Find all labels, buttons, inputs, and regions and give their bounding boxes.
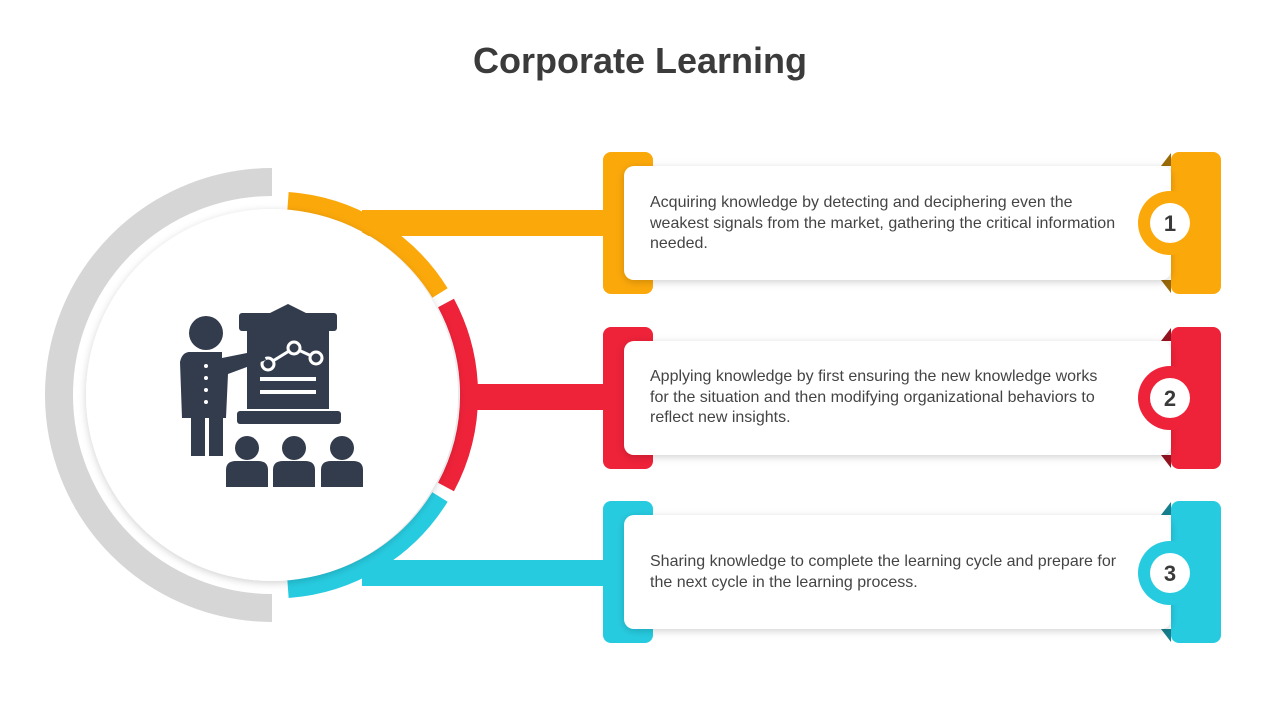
ring-arc-3 — [287, 492, 448, 598]
connector-1 — [362, 210, 610, 236]
step-number-2: 2 — [1164, 386, 1176, 411]
page-title: Corporate Learning — [472, 40, 808, 81]
gray-ring-arc — [45, 168, 273, 622]
step-text-2: Applying knowledge by first ensuring the… — [650, 368, 1098, 426]
step-card-3: 3 — [603, 501, 1221, 643]
step-text-3: Sharing knowledge to complete the learni… — [650, 553, 1117, 591]
step-number-3: 3 — [1164, 561, 1176, 586]
step-text-1: Acquiring knowledge by detecting and dec… — [650, 194, 1116, 252]
presenter-teaching-audience-icon — [180, 304, 363, 487]
step-card-2: 2 — [603, 327, 1221, 469]
ring-arc-2 — [438, 298, 478, 492]
connector-3 — [362, 560, 610, 586]
ring-arc-1 — [287, 192, 448, 298]
step-card-1: 1 — [603, 152, 1221, 294]
step-number-1: 1 — [1164, 211, 1176, 236]
connector-2 — [460, 384, 610, 410]
